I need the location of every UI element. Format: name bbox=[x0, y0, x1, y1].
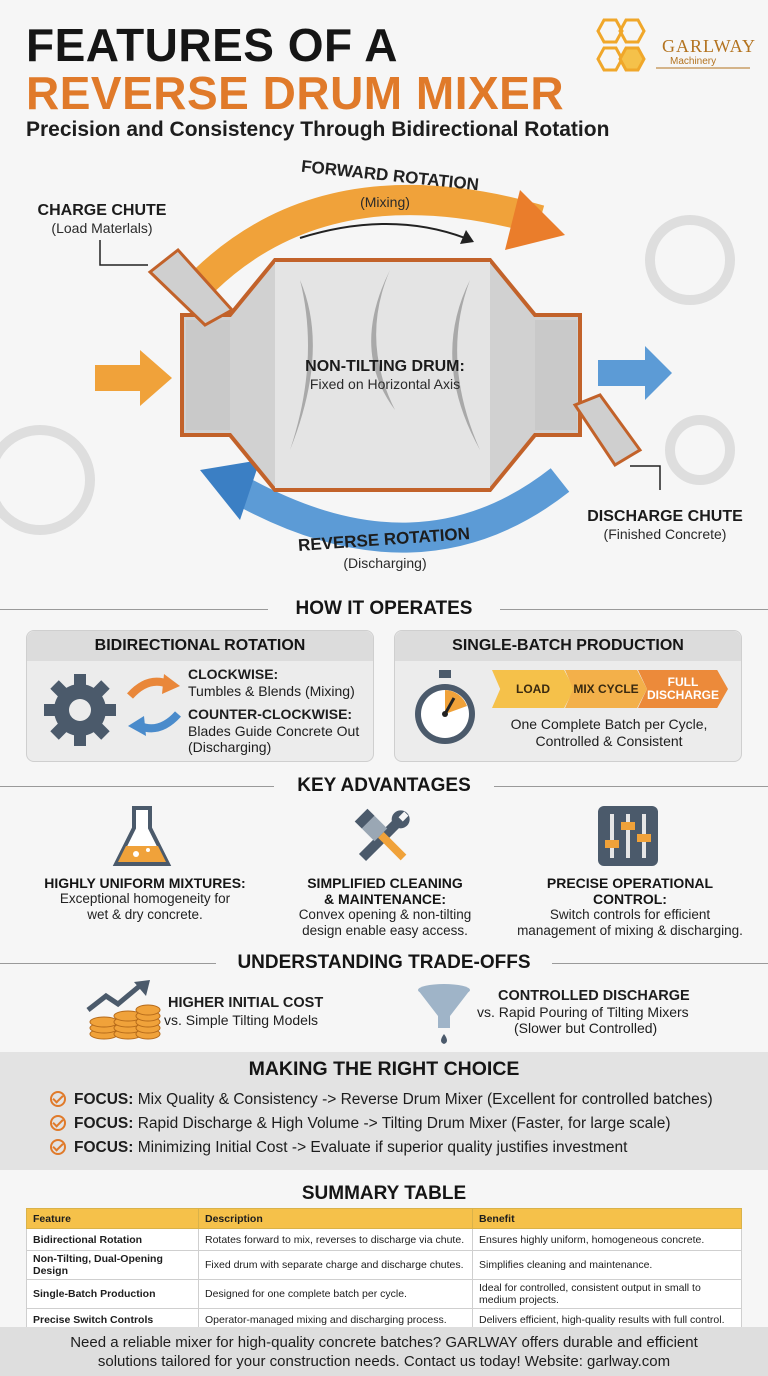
clockwise-desc: Tumbles & Blends (Mixing) bbox=[188, 683, 355, 699]
footer-cta: Need a reliable mixer for high-quality c… bbox=[0, 1327, 768, 1376]
table-cell: Operator-managed mixing and discharging … bbox=[198, 1308, 473, 1331]
table-header-row: Feature Description Benefit bbox=[26, 1208, 742, 1229]
forward-rotation-sub: (Mixing) bbox=[360, 194, 410, 210]
column-header: Description bbox=[198, 1208, 473, 1229]
step-load: LOAD bbox=[492, 670, 574, 708]
counterclockwise-desc: Blades Guide Concrete Out bbox=[188, 723, 360, 739]
table-row: Single-Batch Production Designed for one… bbox=[26, 1279, 742, 1309]
logo-sub: Machinery bbox=[670, 56, 717, 67]
table-cell: Non-Tilting, Dual-Opening Design bbox=[26, 1250, 199, 1280]
charge-chute-sub: (Load Materlals) bbox=[51, 220, 153, 236]
discharge-desc: vs. Rapid Pouring of Tilting Mixers bbox=[477, 1004, 689, 1020]
page-subtitle: Precision and Consistency Through Bidire… bbox=[26, 118, 610, 141]
divider bbox=[494, 786, 768, 787]
advantage-cleaning-desc-2: design enable easy access. bbox=[302, 923, 468, 938]
stopwatch-icon bbox=[415, 670, 475, 744]
discharge-chute-title: DISCHARGE CHUTE bbox=[587, 508, 743, 525]
gear-icon bbox=[44, 674, 116, 746]
advantage-uniform-title: HIGHLY UNIFORM MIXTURES: bbox=[44, 875, 246, 891]
panel-title: SINGLE-BATCH PRODUCTION bbox=[395, 631, 741, 661]
advantage-control-desc-2: management of mixing & discharging. bbox=[517, 923, 743, 938]
table-cell: Precise Switch Controls bbox=[26, 1308, 199, 1331]
page-title-line1: FEATURES OF A bbox=[26, 19, 398, 71]
clockwise-title: CLOCKWISE: bbox=[188, 666, 279, 682]
step-mix-cycle: MIX CYCLE bbox=[565, 670, 647, 708]
section-heading-summary: SUMMARY TABLE bbox=[301, 1183, 467, 1204]
counterclockwise-desc-2: (Discharging) bbox=[188, 739, 272, 755]
table-cell: Rotates forward to mix, reverses to disc… bbox=[198, 1228, 473, 1251]
advantage-cleaning-title: SIMPLIFIED CLEANING bbox=[307, 875, 463, 891]
advantage-uniform-desc: Exceptional homogeneity for bbox=[59, 891, 231, 906]
section-heading-tradeoffs: UNDERSTANDING TRADE-OFFS bbox=[237, 952, 531, 973]
funnel-icon bbox=[418, 984, 470, 1044]
table-row: Bidirectional Rotation Rotates forward t… bbox=[26, 1228, 742, 1251]
coins-growth-icon bbox=[86, 980, 161, 1040]
logo-name: GARLWAY bbox=[662, 36, 757, 56]
batch-desc: One Complete Batch per Cycle, bbox=[510, 716, 708, 732]
drum-diagram bbox=[0, 185, 735, 553]
advantage-cleaning-title-2: & MAINTENANCE: bbox=[323, 891, 447, 907]
wrench-brush-icon bbox=[354, 808, 410, 862]
advantage-cleaning-desc: Convex opening & non-tilting bbox=[298, 907, 472, 922]
garlway-logo bbox=[596, 18, 750, 72]
advantage-control-title-2: CONTROL: bbox=[593, 891, 667, 907]
divider bbox=[0, 609, 268, 610]
table-cell: Designed for one complete batch per cycl… bbox=[198, 1279, 473, 1309]
table-row: Precise Switch Controls Operator-managed… bbox=[26, 1308, 742, 1331]
advantage-control-desc: Switch controls for efficient bbox=[549, 907, 711, 922]
divider bbox=[500, 609, 768, 610]
table-cell: Delivers efficient, high-quality results… bbox=[472, 1308, 742, 1331]
advantage-control-title: PRECISE OPERATIONAL bbox=[546, 875, 714, 891]
check-circle-icon bbox=[50, 1091, 66, 1107]
table-cell: Single-Batch Production bbox=[26, 1279, 199, 1309]
page-title-line2: REVERSE DRUM MIXER bbox=[26, 67, 565, 119]
step-full-discharge: FULL DISCHARGE bbox=[638, 670, 728, 708]
cost-title: HIGHER INITIAL COST bbox=[168, 995, 324, 1011]
batch-desc-2: Controlled & Consistent bbox=[535, 733, 683, 749]
discharge-title: CONTROLLED DISCHARGE bbox=[498, 988, 690, 1004]
table-cell: Simplifies cleaning and maintenance. bbox=[472, 1250, 742, 1280]
check-circle-icon bbox=[50, 1139, 66, 1155]
choice-item: FOCUS: Mix Quality & Consistency -> Reve… bbox=[50, 1088, 713, 1109]
counterclockwise-title: COUNTER-CLOCKWISE: bbox=[188, 706, 353, 722]
reverse-rotation-sub: (Discharging) bbox=[343, 555, 427, 571]
discharge-desc-2: (Slower but Controlled) bbox=[514, 1020, 658, 1036]
table-cell: Bidirectional Rotation bbox=[26, 1228, 199, 1251]
section-heading-choice: MAKING THE RIGHT CHOICE bbox=[248, 1058, 520, 1080]
divider bbox=[0, 786, 274, 787]
drum-sub: Fixed on Horizontal Axis bbox=[309, 376, 461, 392]
forward-rotation-arrow bbox=[194, 185, 545, 291]
choice-section bbox=[0, 1052, 768, 1170]
summary-table: Feature Description Benefit Bidirectiona… bbox=[26, 1208, 742, 1331]
divider bbox=[0, 963, 216, 964]
choice-item: FOCUS: Minimizing Initial Cost -> Evalua… bbox=[50, 1136, 627, 1157]
sliders-icon bbox=[598, 806, 658, 866]
table-cell: Fixed drum with separate charge and disc… bbox=[198, 1250, 473, 1280]
column-header: Feature bbox=[26, 1208, 199, 1229]
check-circle-icon bbox=[50, 1115, 66, 1131]
table-cell: Ideal for controlled, consistent output … bbox=[472, 1279, 742, 1309]
section-heading-operates: HOW IT OPERATES bbox=[295, 598, 473, 619]
choice-item: FOCUS: Rapid Discharge & High Volume -> … bbox=[50, 1112, 671, 1133]
discharge-chute-sub: (Finished Concrete) bbox=[603, 526, 727, 542]
rotation-arrows-icon bbox=[127, 674, 181, 736]
cost-desc: vs. Simple Tilting Models bbox=[164, 1012, 319, 1028]
table-cell: Ensures highly uniform, homogeneous conc… bbox=[472, 1228, 742, 1251]
section-heading-advantages: KEY ADVANTAGES bbox=[297, 775, 471, 796]
background-gear-icon bbox=[0, 215, 735, 535]
advantage-uniform-desc-2: wet & dry concrete. bbox=[87, 907, 203, 922]
panel-title: BIDIRECTIONAL ROTATION bbox=[27, 631, 373, 661]
column-header: Benefit bbox=[472, 1208, 742, 1229]
footer-line: solutions tailored for your construction… bbox=[97, 1353, 671, 1370]
charge-chute-title: CHARGE CHUTE bbox=[37, 202, 167, 219]
table-row: Non-Tilting, Dual-Opening Design Fixed d… bbox=[26, 1250, 742, 1280]
divider bbox=[552, 963, 768, 964]
flask-icon bbox=[112, 806, 172, 866]
drum-title: NON-TILTING DRUM: bbox=[305, 358, 465, 375]
footer-line: Need a reliable mixer for high-quality c… bbox=[70, 1334, 698, 1351]
